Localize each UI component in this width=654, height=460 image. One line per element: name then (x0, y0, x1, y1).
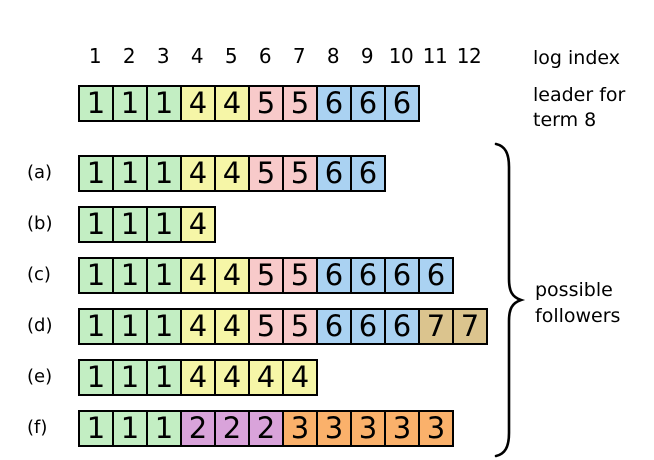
log-entry-term-5: 5 (282, 257, 318, 294)
log-index-11: 11 (422, 44, 448, 68)
log-index-10: 10 (388, 44, 414, 68)
log-entry-term-3: 3 (418, 410, 454, 447)
leader-label-line1: leader for (533, 84, 626, 106)
log-index-12: 12 (456, 44, 482, 68)
follower-label-a: (a) (27, 162, 53, 183)
log-entry-term-4: 4 (180, 155, 216, 192)
log-entry-term-1: 1 (112, 85, 148, 122)
log-entry-term-1: 1 (112, 308, 148, 345)
leader-label-line2: term 8 (533, 109, 597, 131)
log-entry-term-6: 6 (350, 85, 386, 122)
log-entry-term-2: 2 (248, 410, 284, 447)
log-index-8: 8 (326, 44, 340, 68)
log-index-label: log index (533, 47, 620, 69)
log-entry-term-1: 1 (112, 359, 148, 396)
log-entry-term-6: 6 (350, 257, 386, 294)
log-entry-term-6: 6 (316, 257, 352, 294)
log-entry-term-4: 4 (214, 155, 250, 192)
log-entry-term-6: 6 (350, 308, 386, 345)
log-entry-term-6: 6 (350, 155, 386, 192)
log-entry-term-4: 4 (180, 206, 216, 243)
log-entry-term-1: 1 (78, 410, 114, 447)
log-entry-term-6: 6 (316, 85, 352, 122)
log-entry-term-1: 1 (146, 85, 182, 122)
log-entry-term-1: 1 (146, 257, 182, 294)
log-index-2: 2 (122, 44, 136, 68)
log-entry-term-4: 4 (180, 308, 216, 345)
log-entry-term-5: 5 (282, 308, 318, 345)
log-index-9: 9 (360, 44, 374, 68)
log-entry-term-4: 4 (180, 85, 216, 122)
log-entry-term-1: 1 (146, 308, 182, 345)
log-entry-term-6: 6 (384, 308, 420, 345)
log-entry-term-4: 4 (180, 359, 216, 396)
log-entry-term-7: 7 (418, 308, 454, 345)
log-entry-term-4: 4 (180, 257, 216, 294)
log-entry-term-6: 6 (384, 85, 420, 122)
log-entry-term-5: 5 (248, 257, 284, 294)
log-index-5: 5 (224, 44, 238, 68)
follower-label-c: (c) (27, 264, 51, 285)
log-entry-term-2: 2 (180, 410, 216, 447)
log-entry-term-1: 1 (146, 206, 182, 243)
log-entry-term-6: 6 (316, 308, 352, 345)
log-entry-term-5: 5 (248, 155, 284, 192)
log-entry-term-4: 4 (282, 359, 318, 396)
log-entry-term-4: 4 (214, 359, 250, 396)
log-entry-term-2: 2 (214, 410, 250, 447)
follower-label-b: (b) (27, 213, 53, 234)
log-entry-term-1: 1 (78, 308, 114, 345)
log-entry-term-4: 4 (214, 308, 250, 345)
log-index-4: 4 (190, 44, 204, 68)
log-entry-term-1: 1 (78, 206, 114, 243)
follower-label-e: (e) (27, 366, 53, 387)
follower-label-f: (f) (27, 417, 48, 438)
log-entry-term-1: 1 (78, 257, 114, 294)
log-index-3: 3 (156, 44, 170, 68)
log-entry-term-1: 1 (146, 155, 182, 192)
log-entry-term-1: 1 (146, 359, 182, 396)
log-entry-term-5: 5 (248, 85, 284, 122)
log-entry-term-6: 6 (418, 257, 454, 294)
log-entry-term-1: 1 (146, 410, 182, 447)
log-entry-term-1: 1 (112, 206, 148, 243)
leader-label: leader for term 8 (533, 83, 625, 133)
follower-label-d: (d) (27, 315, 53, 336)
possible-followers-line2: followers (535, 305, 621, 327)
log-entry-term-5: 5 (248, 308, 284, 345)
log-entry-term-3: 3 (316, 410, 352, 447)
log-entry-term-4: 4 (214, 85, 250, 122)
possible-followers-label: possible followers (535, 277, 620, 329)
log-entry-term-1: 1 (112, 257, 148, 294)
log-index-6: 6 (258, 44, 272, 68)
log-entry-term-5: 5 (282, 85, 318, 122)
log-entry-term-1: 1 (112, 155, 148, 192)
log-entry-term-3: 3 (282, 410, 318, 447)
log-entry-term-6: 6 (384, 257, 420, 294)
log-index-1: 1 (88, 44, 102, 68)
group-brace (494, 142, 526, 458)
log-entry-term-1: 1 (78, 155, 114, 192)
log-entry-term-3: 3 (384, 410, 420, 447)
log-entry-term-1: 1 (112, 410, 148, 447)
log-index-7: 7 (292, 44, 306, 68)
log-entry-term-6: 6 (316, 155, 352, 192)
possible-followers-line1: possible (535, 279, 613, 301)
log-entry-term-5: 5 (282, 155, 318, 192)
log-entry-term-1: 1 (78, 359, 114, 396)
log-entry-term-4: 4 (248, 359, 284, 396)
log-entry-term-3: 3 (350, 410, 386, 447)
log-entry-term-1: 1 (78, 85, 114, 122)
log-entry-term-4: 4 (214, 257, 250, 294)
log-entry-term-7: 7 (452, 308, 488, 345)
